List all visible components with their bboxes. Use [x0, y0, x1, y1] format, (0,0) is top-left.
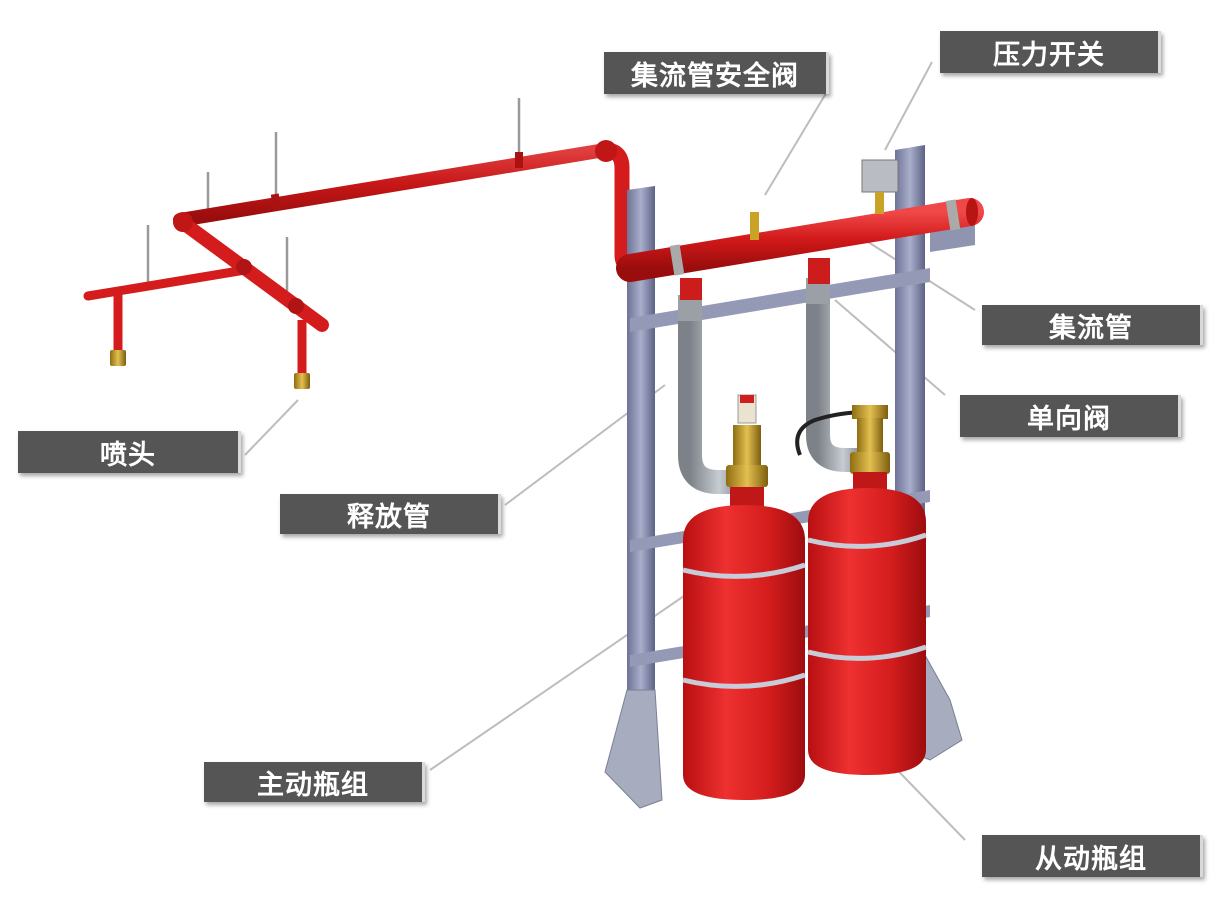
label-slave-cylinder-group: 从动瓶组	[982, 835, 1203, 877]
valve-icon	[680, 258, 830, 300]
label-manifold: 集流管	[982, 305, 1203, 345]
slave-cylinder	[807, 472, 927, 775]
manifold	[616, 159, 984, 300]
nozzle-pipe-network	[83, 140, 644, 375]
label-manifold-safety-valve: 集流管安全阀	[604, 52, 829, 94]
label-master-cylinder-group: 主动瓶组	[204, 762, 425, 802]
cylinder-valves	[726, 394, 890, 487]
nozzle-icon	[110, 350, 310, 389]
master-cylinder	[682, 487, 806, 800]
label-discharge-pipe: 释放管	[280, 494, 501, 534]
label-pressure-switch: 压力开关	[940, 31, 1161, 73]
label-nozzle: 喷头	[18, 431, 241, 473]
pressure-switch-icon	[861, 159, 899, 214]
label-check-valve: 单向阀	[960, 395, 1181, 437]
